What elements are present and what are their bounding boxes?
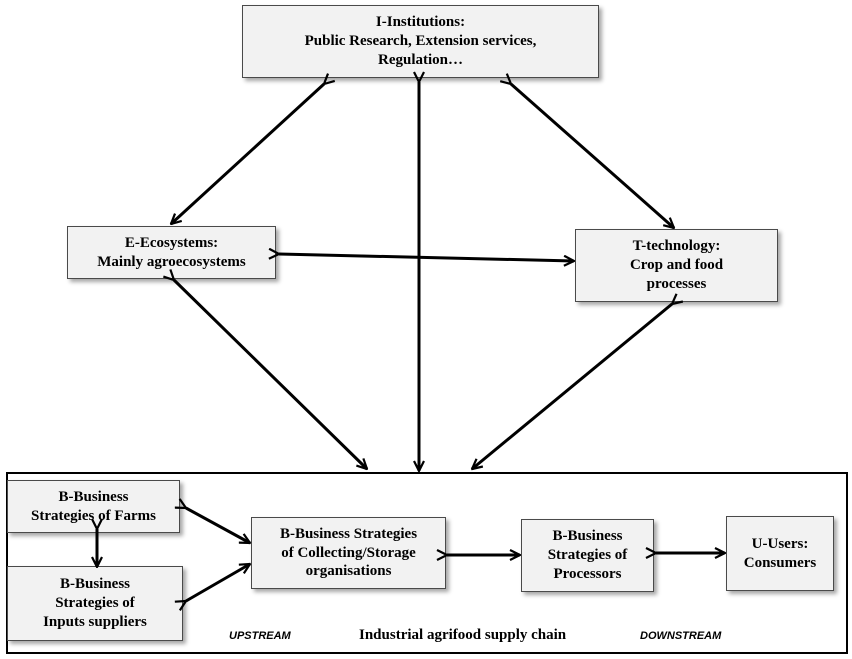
users-box: U-Users: Consumers — [726, 516, 834, 591]
technology-title: T-technology: — [632, 238, 721, 255]
farms-title: B-Business — [58, 488, 129, 505]
institutions-line-3: Regulation… — [377, 51, 463, 68]
collecting-storage-line-3: organisations — [305, 563, 392, 580]
institutions-box: I-Institutions: Public Research, Extensi… — [242, 5, 599, 78]
inputs-suppliers-line-3: Inputs suppliers — [43, 613, 147, 630]
ecosystems-line-2: Mainly agroecosystems — [97, 253, 246, 270]
arrow-ecosystems-technology — [279, 254, 574, 261]
farms-line-2: Strategies of Farms — [31, 507, 156, 524]
arrow-ecosystems-supply-chain — [174, 280, 367, 469]
arrow-institutions-ecosystems — [171, 84, 324, 224]
collecting-storage-line-2: of Collecting/Storage — [281, 544, 416, 561]
ecosystems-title: E-Ecosystems: — [124, 234, 219, 251]
technology-box: T-technology: Crop and food processes — [575, 229, 778, 302]
processors-line-3: Processors — [553, 565, 622, 582]
technology-line-3: processes — [646, 275, 707, 292]
arrow-farms-collecting — [186, 508, 250, 545]
inputs-suppliers-title: B-Business — [59, 576, 131, 593]
technology-line-2: Crop and food — [629, 257, 724, 274]
arrow-technology-supply-chain — [472, 304, 672, 469]
arrow-inputs-collecting — [186, 562, 250, 601]
processors-box: B-Business Strategies of Processors — [521, 519, 654, 592]
users-title: U-Users: — [751, 535, 809, 552]
collecting-storage-box: B-Business Strategies of Collecting/Stor… — [251, 517, 446, 589]
supply-chain-title: Industrial agrifood supply chain — [359, 627, 567, 643]
institutions-line-2: Public Research, Extension services, — [304, 33, 537, 50]
inputs-suppliers-box: B-Business Strategies of Inputs supplier… — [7, 566, 183, 641]
institutions-title: I-Institutions: — [375, 14, 466, 31]
processors-line-2: Strategies of — [547, 547, 628, 564]
upstream-label: UPSTREAM — [229, 630, 291, 642]
processors-title: B-Business — [552, 528, 623, 545]
users-line-2: Consumers — [743, 554, 817, 571]
inputs-suppliers-line-2: Strategies of — [55, 595, 135, 612]
collecting-storage-title: B-Business Strategies — [279, 525, 418, 542]
downstream-label: DOWNSTREAM — [640, 630, 722, 642]
arrow-institutions-technology — [511, 84, 674, 228]
